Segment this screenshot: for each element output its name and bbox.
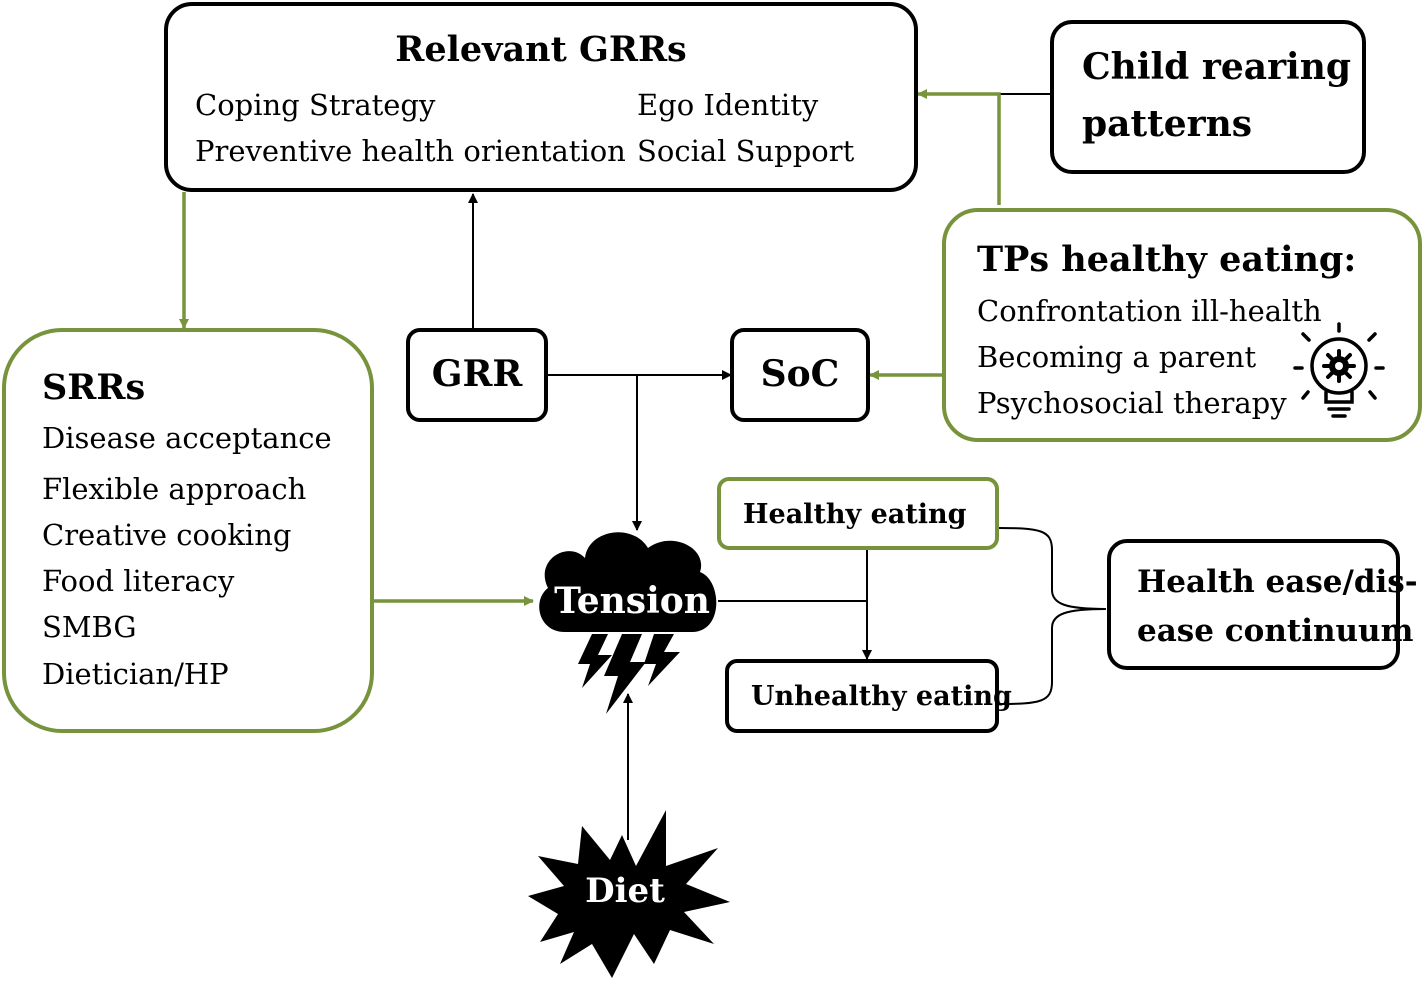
child-rearing-to-grrs-arrow bbox=[917, 89, 1001, 205]
srrs-item: Creative cooking bbox=[42, 518, 292, 552]
relevant-grrs-title: Relevant GRRs bbox=[395, 29, 687, 70]
child-rearing-patterns-box: Child rearing patterns bbox=[1050, 20, 1366, 174]
starburst-icon bbox=[528, 810, 730, 978]
cloud-shape bbox=[539, 532, 717, 632]
storm-cloud-lightning-icon bbox=[539, 532, 717, 714]
srrs-item: Flexible approach bbox=[42, 472, 307, 506]
lightning-bolt bbox=[644, 634, 680, 686]
soc-box: SoC bbox=[730, 328, 870, 422]
lightning-bolt bbox=[578, 634, 612, 688]
grr-label: GRR bbox=[431, 353, 523, 395]
soc-label: SoC bbox=[760, 353, 840, 395]
continuum-line: Health ease/dis- bbox=[1137, 564, 1418, 600]
tps-item: Becoming a parent bbox=[977, 340, 1257, 374]
child-rearing-line: Child rearing bbox=[1082, 46, 1352, 88]
grr-box: GRR bbox=[406, 328, 548, 422]
lightbulb-gear-icon bbox=[1293, 322, 1385, 418]
tps-item: Psychosocial therapy bbox=[977, 386, 1287, 420]
tps-title: TPs healthy eating: bbox=[977, 239, 1357, 280]
relevant-grrs-box: Relevant GRRs Coping Strategy Ego Identi… bbox=[164, 2, 918, 192]
continuum-brace bbox=[997, 527, 1107, 705]
relevant-grrs-item: Coping Strategy bbox=[195, 88, 436, 122]
srrs-item: Dietician/HP bbox=[42, 657, 229, 691]
relevant-grrs-item: Ego Identity bbox=[637, 88, 819, 122]
diet-label: Diet bbox=[585, 871, 665, 911]
lightning-bolt bbox=[604, 634, 646, 714]
srrs-title: SRRs bbox=[42, 367, 146, 408]
srrs-box: SRRs Disease acceptance Flexible approac… bbox=[2, 328, 374, 733]
health-continuum-box: Health ease/dis- ease continuum bbox=[1107, 539, 1418, 670]
srrs-item: Disease acceptance bbox=[42, 421, 332, 455]
unhealthy-eating-label: Unhealthy eating bbox=[751, 681, 1012, 712]
tension-label: Tension bbox=[554, 580, 710, 622]
tps-item: Confrontation ill-health bbox=[977, 294, 1322, 328]
unhealthy-eating-box: Unhealthy eating bbox=[725, 659, 1012, 733]
tps-healthy-eating-box: TPs healthy eating: Confrontation ill-he… bbox=[942, 208, 1422, 442]
healthy-eating-box: Healthy eating bbox=[717, 477, 999, 550]
child-rearing-line: patterns bbox=[1082, 103, 1253, 145]
continuum-line: ease continuum bbox=[1137, 613, 1414, 649]
healthy-eating-label: Healthy eating bbox=[743, 499, 967, 530]
srrs-item: Food literacy bbox=[42, 564, 235, 598]
srrs-item: SMBG bbox=[42, 610, 137, 644]
relevant-grrs-item: Social Support bbox=[637, 134, 855, 168]
relevant-grrs-item: Preventive health orientation bbox=[195, 134, 626, 168]
